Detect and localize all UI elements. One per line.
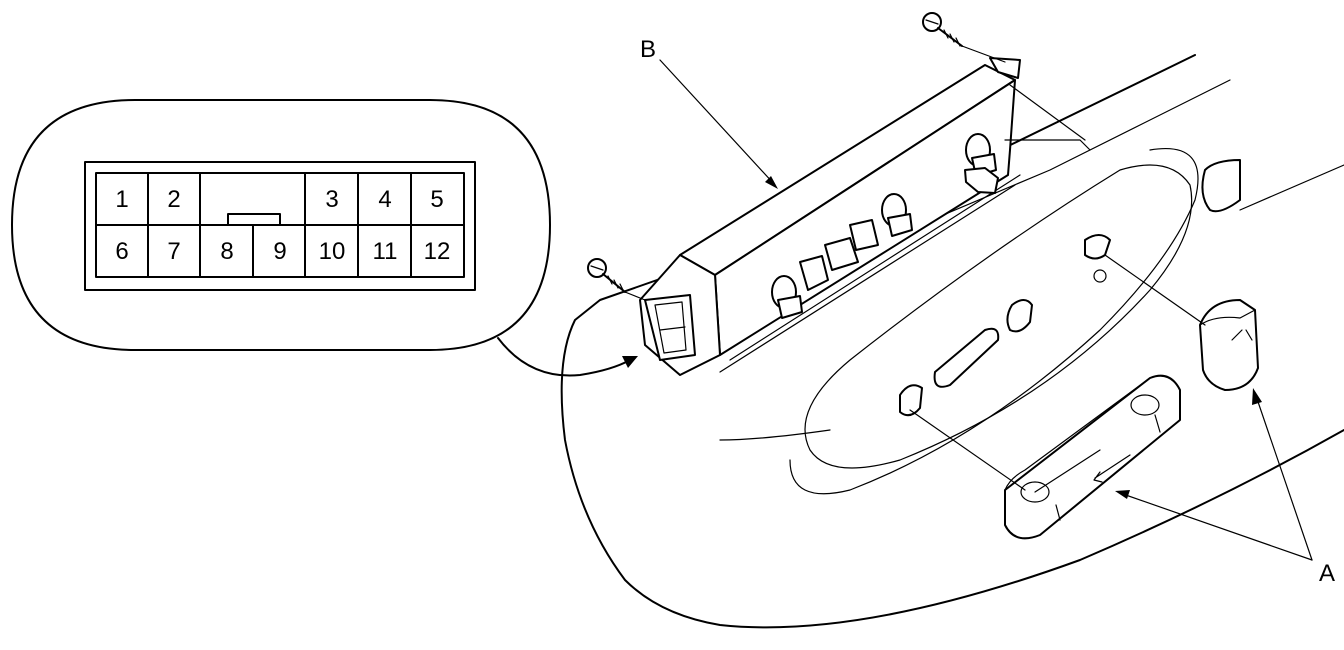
leader-lines bbox=[497, 59, 1313, 561]
pin-label: 9 bbox=[273, 238, 286, 265]
callout-a: A bbox=[1319, 560, 1335, 587]
pin-label: 5 bbox=[430, 186, 443, 213]
pin-label: 4 bbox=[378, 186, 391, 213]
pin-label: 12 bbox=[424, 238, 451, 265]
pin-label: 7 bbox=[167, 238, 180, 265]
pin-label: 6 bbox=[115, 238, 128, 265]
pin-label: 2 bbox=[167, 186, 180, 213]
pin-label: 3 bbox=[325, 186, 338, 213]
switch-recess bbox=[789, 148, 1199, 495]
pin-label: 10 bbox=[319, 238, 346, 265]
connector-view-bubble bbox=[11, 99, 551, 351]
knob-small bbox=[1199, 299, 1259, 391]
pin-label: 8 bbox=[220, 238, 233, 265]
pin-label: 1 bbox=[115, 186, 128, 213]
knob-large bbox=[1004, 374, 1181, 540]
switch-assembly bbox=[639, 57, 1091, 376]
connector-pins-top: 1 2 3 4 5 bbox=[115, 186, 443, 213]
connector-pins-bottom: 6 7 8 9 10 11 12 bbox=[115, 238, 450, 265]
pin-label: 11 bbox=[373, 238, 398, 265]
screw-top bbox=[922, 12, 1006, 63]
callout-b: B bbox=[640, 36, 656, 63]
screw-left bbox=[587, 258, 646, 301]
